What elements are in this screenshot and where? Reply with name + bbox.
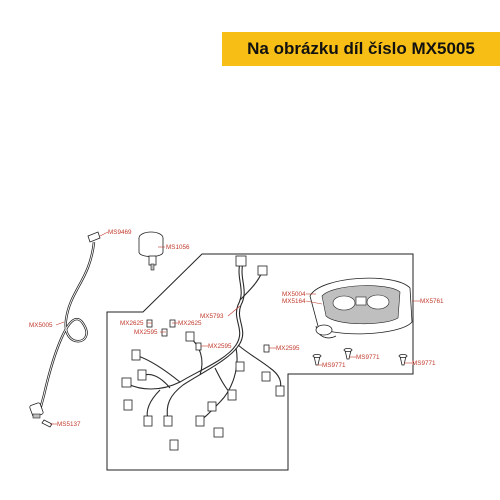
label-ms9771-3: MS9771 xyxy=(412,360,436,367)
instrument-cluster xyxy=(309,277,413,339)
screw-ms5137 xyxy=(41,419,53,428)
label-mx5164: MX5164 xyxy=(282,298,306,305)
label-mx2595-2: MX2595 xyxy=(208,343,232,350)
label-ms5137: MS5137 xyxy=(57,421,81,428)
speedometer-cable xyxy=(29,231,101,419)
screw-ms9771-2 xyxy=(343,347,353,360)
label-mx5005: MX5005 xyxy=(29,322,53,329)
fastener-mx2625-1 xyxy=(146,319,153,328)
label-mx2595-1: MX2595 xyxy=(134,329,158,336)
screw-ms9771-3 xyxy=(398,353,408,366)
screw-ms9771-1 xyxy=(312,353,322,366)
fastener-mx2595-3 xyxy=(263,344,270,353)
label-mx5004: MX5004 xyxy=(282,291,306,298)
label-mx2595-3: MX2595 xyxy=(276,345,300,352)
banner-text: Na obrázku díl číslo MX5005 xyxy=(247,39,475,58)
label-ms9771-1: MS9771 xyxy=(322,362,346,369)
label-mx2625-1: MX2625 xyxy=(120,320,144,327)
wiring-harness xyxy=(121,255,285,451)
group-frame xyxy=(106,253,414,471)
fastener-mx2595-1 xyxy=(161,328,168,337)
fastener-mx2625-2 xyxy=(169,319,176,328)
label-ms9469: MS9469 xyxy=(108,229,132,236)
label-mx5793: MX5793 xyxy=(200,313,224,320)
label-mx2625-2: MX2625 xyxy=(178,320,202,327)
fastener-mx2595-2 xyxy=(195,342,202,351)
label-ms1056: MS1056 xyxy=(166,244,190,251)
speed-sensor xyxy=(138,231,164,271)
label-ms9771-2: MS9771 xyxy=(356,354,380,361)
part-number-banner: Na obrázku díl číslo MX5005 xyxy=(222,32,500,66)
leader-lines xyxy=(50,231,420,425)
label-mx5761: MX5761 xyxy=(420,298,444,305)
